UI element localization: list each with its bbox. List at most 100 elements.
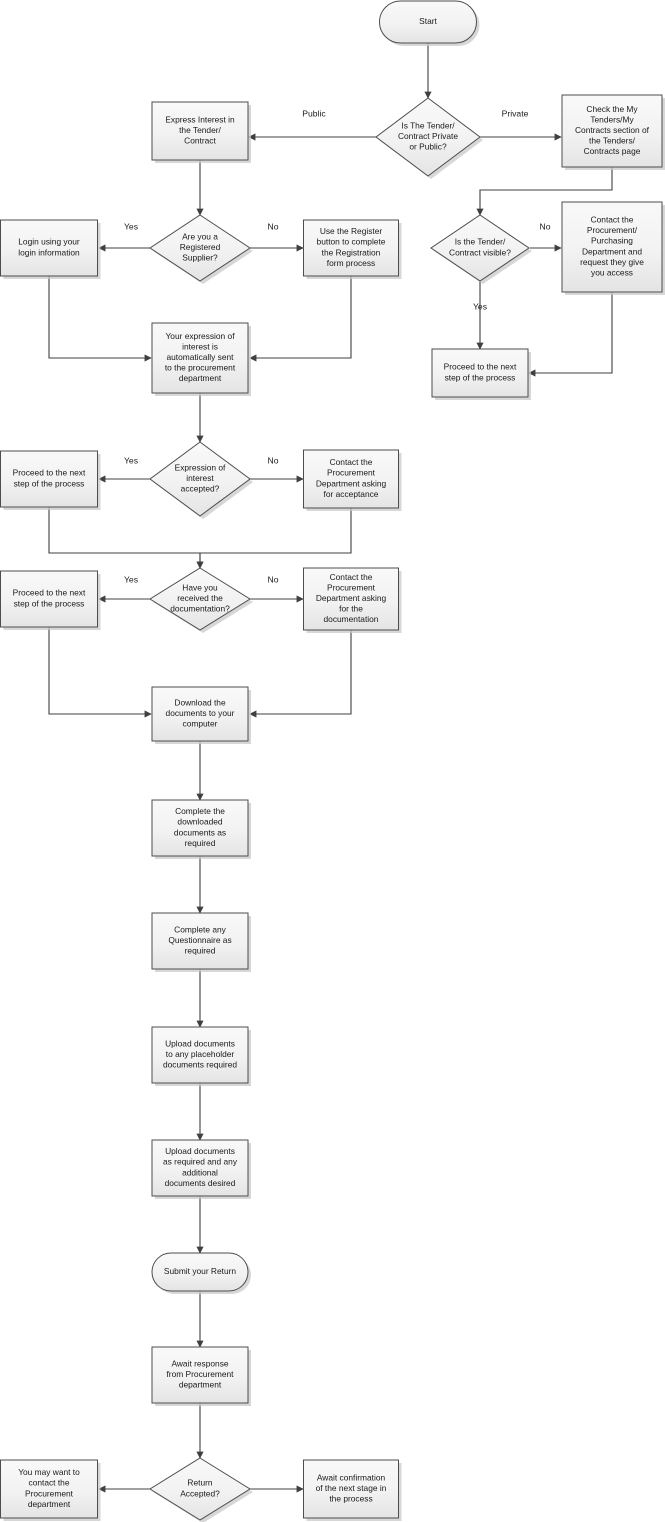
node-label: Submit your Return bbox=[164, 1266, 236, 1276]
node-tender_visible[interactable]: Is the Tender/Contract visible? bbox=[430, 214, 532, 284]
node-body bbox=[151, 686, 249, 742]
node-body bbox=[375, 97, 481, 177]
node-body bbox=[561, 201, 663, 293]
node-body bbox=[430, 214, 530, 282]
node-body bbox=[379, 0, 477, 44]
edge-label-e10: No bbox=[540, 221, 551, 231]
edge-label-e5: Yes bbox=[124, 221, 138, 231]
connector-check_my_tenders-to-tender_visible bbox=[476, 167, 613, 216]
node-body bbox=[0, 570, 98, 628]
node-body bbox=[149, 214, 251, 282]
node-body bbox=[149, 1457, 251, 1521]
node-label: Is the Tender/Contract visible? bbox=[449, 237, 511, 258]
node-label: Start bbox=[419, 16, 437, 26]
connector-contact_docs-to-download_docs bbox=[249, 630, 352, 718]
node-body bbox=[0, 450, 98, 508]
edge-label-e18: Yes bbox=[124, 574, 138, 584]
edge-label-e3: Private bbox=[502, 108, 529, 118]
connector-proceed_next_1-to-have_docs bbox=[48, 507, 204, 569]
node-body bbox=[303, 219, 399, 277]
node-body bbox=[303, 567, 399, 631]
node-body bbox=[151, 1139, 249, 1197]
node-body bbox=[149, 567, 251, 631]
connector-contact_purchase-to-proceed_next_0 bbox=[528, 292, 613, 377]
node-body bbox=[151, 912, 249, 970]
connector-login-to-expression_sent bbox=[48, 276, 152, 362]
connector-use_register-to-expression_sent bbox=[249, 276, 352, 362]
node-body bbox=[151, 1346, 249, 1404]
connector-contact_accept-to-have_docs bbox=[196, 508, 352, 569]
node-body bbox=[303, 449, 399, 509]
edge-label-e19: No bbox=[268, 574, 279, 584]
edge-label-e6: No bbox=[268, 221, 279, 231]
node-body bbox=[561, 94, 663, 168]
node-submit_return[interactable]: Submit your Return bbox=[151, 1252, 251, 1294]
connectors-layer bbox=[48, 43, 613, 1493]
node-start[interactable]: Start bbox=[379, 0, 480, 46]
connector-proceed_next_2-to-download_docs bbox=[48, 627, 152, 718]
node-body bbox=[151, 101, 249, 161]
node-body bbox=[431, 348, 529, 398]
edge-label-e11: Yes bbox=[473, 301, 487, 311]
node-body bbox=[0, 1459, 98, 1519]
edge-label-e15: No bbox=[268, 455, 279, 465]
node-body bbox=[151, 1252, 249, 1292]
node-body bbox=[149, 441, 251, 517]
node-body bbox=[303, 1459, 399, 1519]
node-body bbox=[151, 322, 249, 394]
node-body bbox=[151, 799, 249, 857]
node-body bbox=[0, 219, 98, 277]
node-body bbox=[151, 1026, 249, 1084]
